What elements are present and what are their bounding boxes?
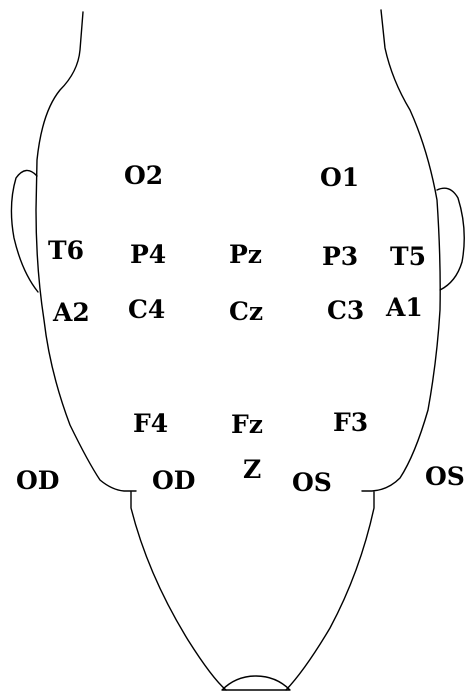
nose-tip bbox=[222, 676, 290, 690]
electrode-t6-label: T6 bbox=[48, 238, 84, 263]
electrode-f4-label: F4 bbox=[133, 411, 168, 436]
electrode-cz-label: Cz bbox=[229, 299, 263, 324]
eye-od-inner-label: OD bbox=[152, 468, 195, 493]
electrode-z-label: Z bbox=[243, 457, 261, 482]
electrode-o1-label: O1 bbox=[320, 165, 359, 190]
electrode-pz-label: Pz bbox=[229, 242, 262, 267]
electrode-a1-label: A1 bbox=[386, 295, 423, 320]
electrode-c4-label: C4 bbox=[128, 297, 165, 322]
right-ear bbox=[437, 188, 464, 290]
electrode-a2-label: A2 bbox=[53, 300, 90, 325]
snout-right-contour bbox=[286, 492, 374, 690]
electrode-p3-label: P3 bbox=[322, 244, 358, 269]
electrode-t5-label: T5 bbox=[390, 244, 426, 269]
electrode-c3-label: C3 bbox=[327, 298, 364, 323]
eye-od-outer-label: OD bbox=[16, 468, 59, 493]
snout-left-contour bbox=[131, 492, 226, 690]
electrode-f3-label: F3 bbox=[333, 410, 368, 435]
electrode-p4-label: P4 bbox=[130, 242, 166, 267]
electrode-o2-label: O2 bbox=[124, 163, 163, 188]
left-ear bbox=[11, 170, 38, 292]
eye-os-inner-label: OS bbox=[292, 470, 332, 495]
electrode-fz-label: Fz bbox=[231, 412, 263, 437]
eye-os-outer-label: OS bbox=[425, 464, 465, 489]
